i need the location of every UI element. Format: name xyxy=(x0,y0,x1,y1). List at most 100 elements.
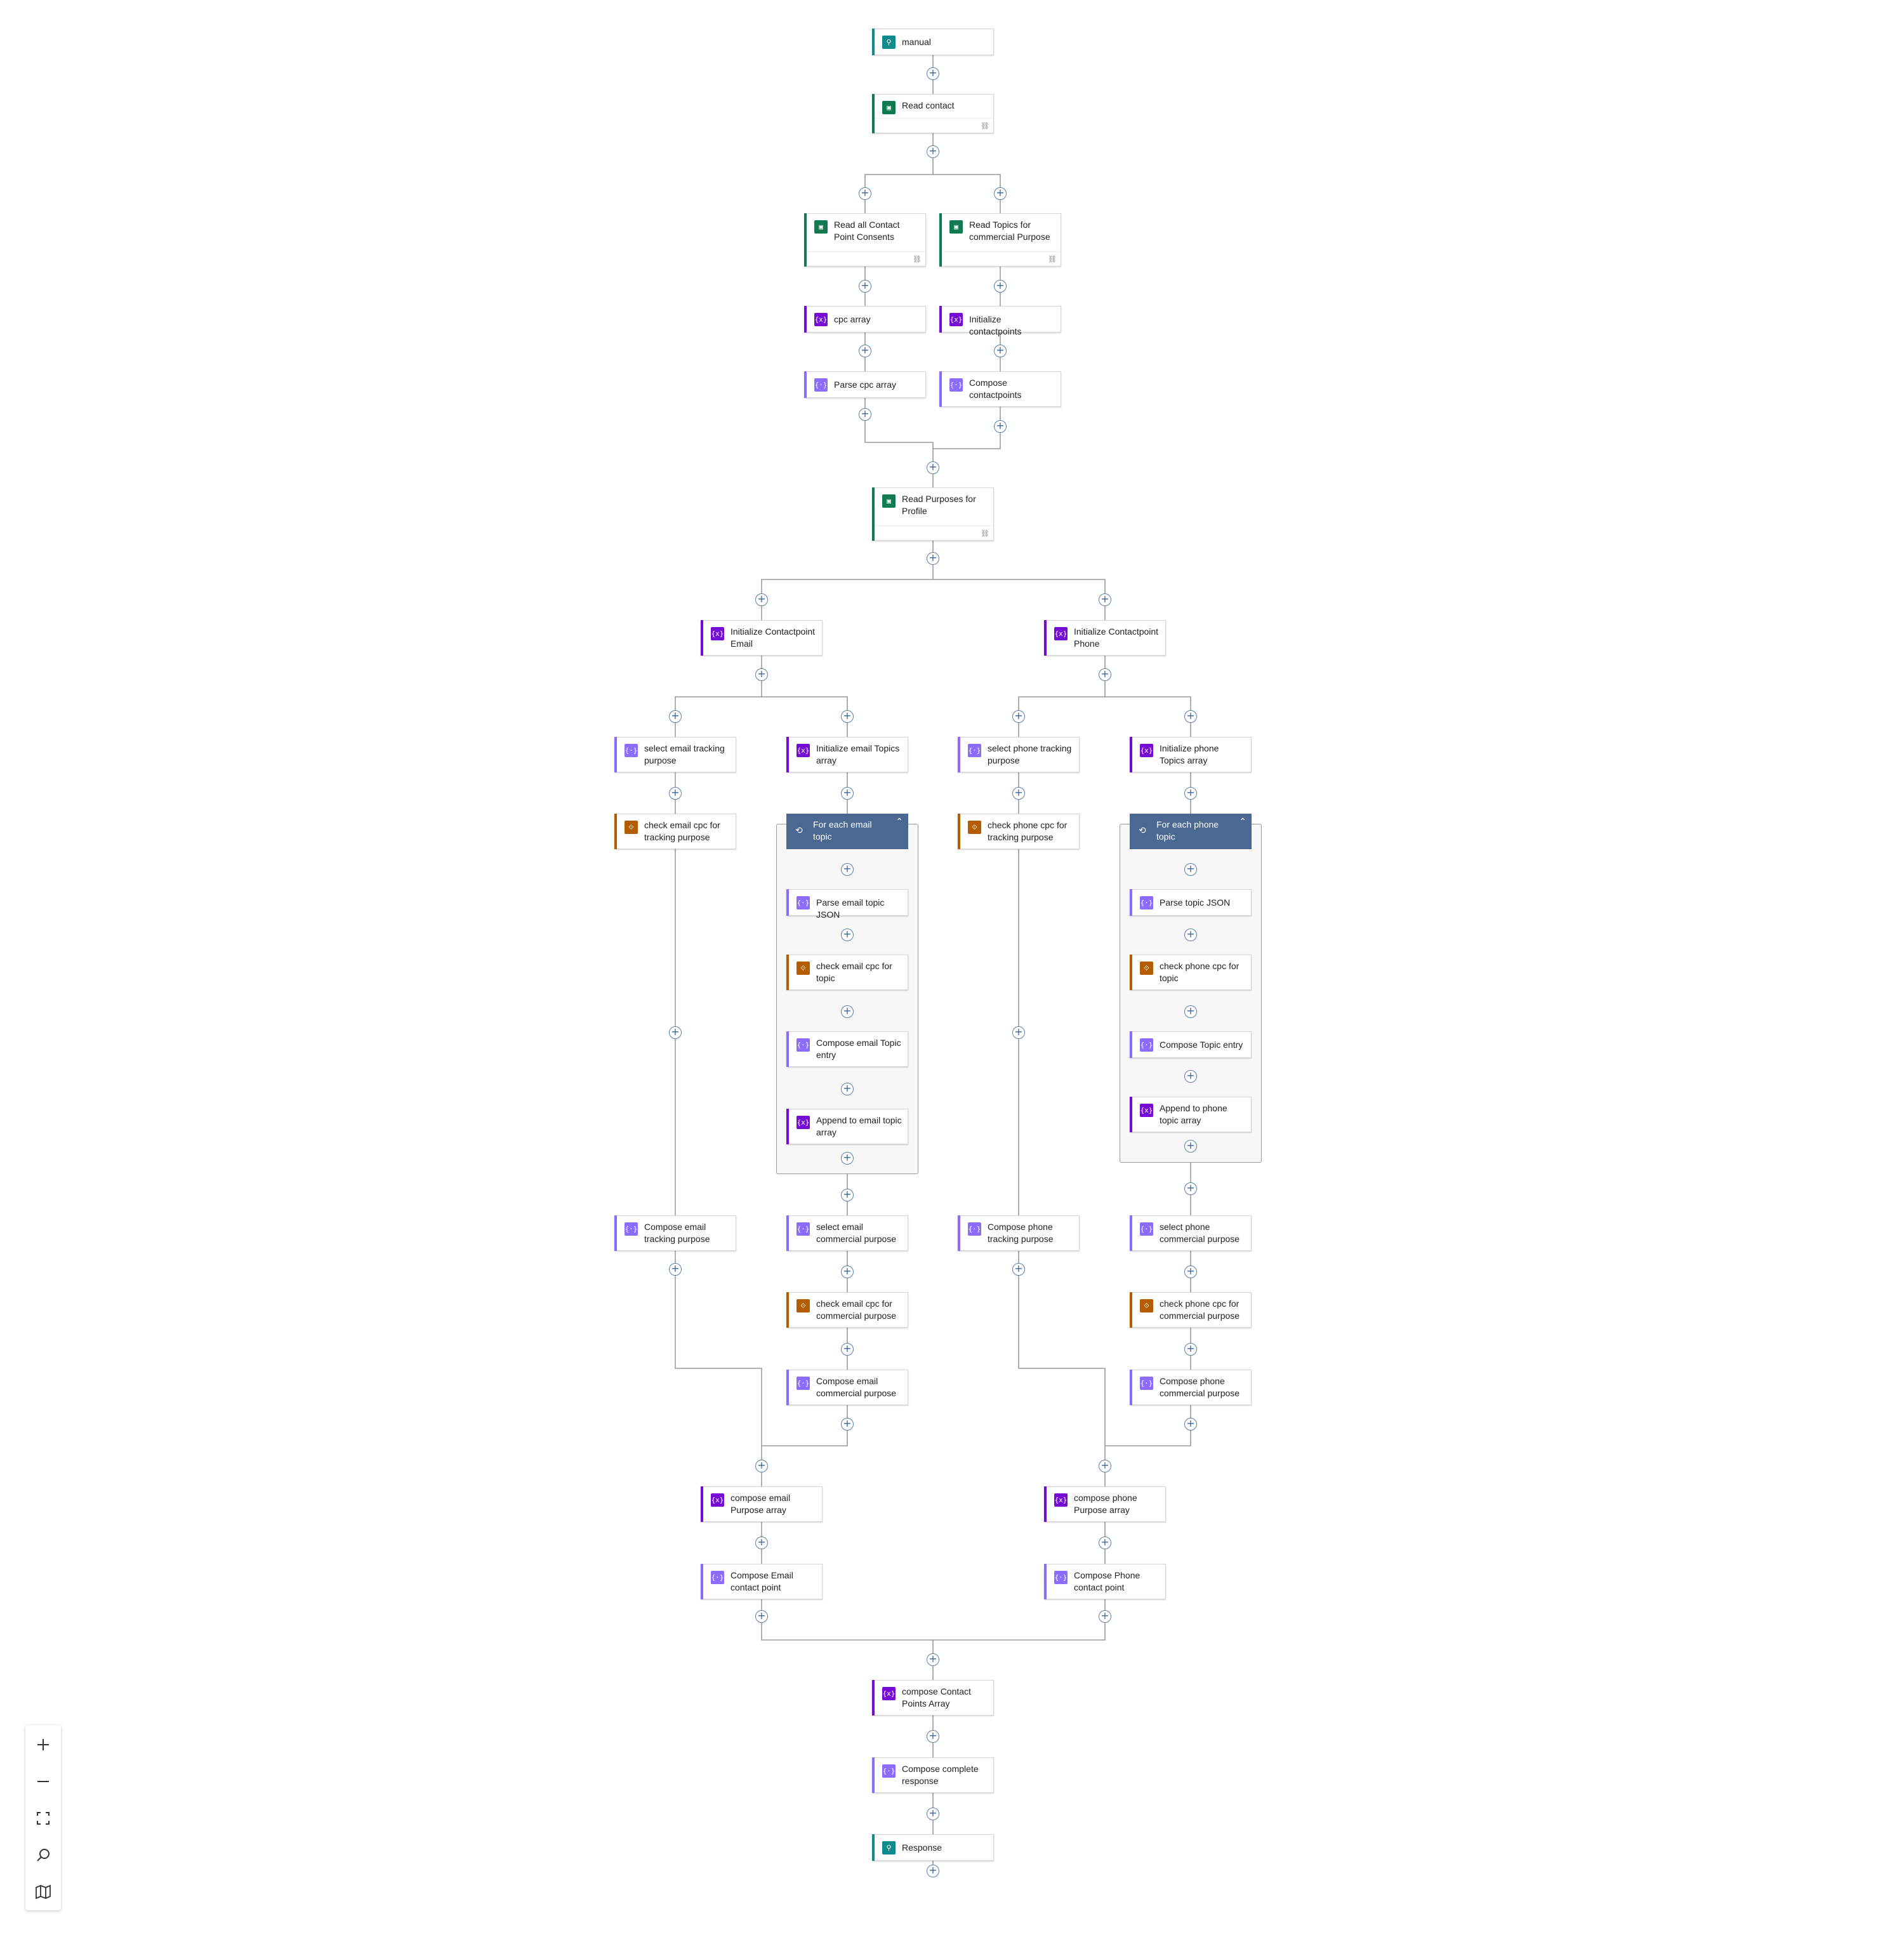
add-step-icon[interactable]: + xyxy=(755,1537,768,1549)
check-email-topic-condition[interactable]: ⟐check email cpc for topic xyxy=(786,955,908,990)
zoom-out-icon[interactable] xyxy=(25,1762,61,1799)
add-step-icon[interactable]: + xyxy=(841,1418,854,1431)
add-step-icon[interactable]: + xyxy=(841,1152,854,1165)
add-step-icon[interactable]: + xyxy=(1184,1140,1197,1153)
add-step-icon[interactable]: + xyxy=(1184,863,1197,876)
add-step-icon[interactable]: + xyxy=(1184,1070,1197,1083)
add-step-icon[interactable]: + xyxy=(1012,787,1025,800)
add-step-icon[interactable]: + xyxy=(1099,593,1111,606)
read-purposes-action[interactable]: ▣Read Purposes for Profile⛓ xyxy=(872,487,994,541)
add-step-icon[interactable]: + xyxy=(755,593,768,606)
add-step-icon[interactable]: + xyxy=(927,145,939,158)
compose-phone-purpose-action[interactable]: {x}compose phone Purpose array xyxy=(1044,1486,1166,1522)
add-step-icon[interactable]: + xyxy=(669,1263,682,1276)
add-step-icon[interactable]: + xyxy=(927,1730,939,1743)
add-step-icon[interactable]: + xyxy=(1012,710,1025,723)
add-step-icon[interactable]: + xyxy=(841,929,854,941)
add-step-icon[interactable]: + xyxy=(841,1343,854,1356)
add-step-icon[interactable]: + xyxy=(927,67,939,80)
add-step-icon[interactable]: + xyxy=(927,552,939,565)
compose-complete-action[interactable]: {·}Compose complete response xyxy=(872,1757,994,1793)
add-step-icon[interactable]: + xyxy=(1099,1610,1111,1623)
init-cp-email-action[interactable]: {x}Initialize Contactpoint Email xyxy=(701,620,823,656)
compose-topic-action[interactable]: {·}Compose Topic entry xyxy=(1130,1031,1252,1058)
read-contact-action[interactable]: ▣Read contact⛓ xyxy=(872,94,994,133)
add-step-icon[interactable]: + xyxy=(1184,1343,1197,1356)
init-phone-topics-action[interactable]: {x}Initialize phone Topics array xyxy=(1130,737,1252,772)
init-contactpoints-action[interactable]: {x}Initialize contactpoints xyxy=(939,306,1061,336)
add-step-icon[interactable]: + xyxy=(841,710,854,723)
select-email-tracking-action[interactable]: {·}select email tracking purpose xyxy=(614,737,736,772)
add-step-icon[interactable]: + xyxy=(927,1865,939,1877)
compose-cp-array-action[interactable]: {x}compose Contact Points Array xyxy=(872,1680,994,1716)
compose-email-cp-action[interactable]: {·}Compose Email contact point xyxy=(701,1564,823,1599)
fit-view-icon[interactable] xyxy=(25,1799,61,1835)
collapse-chevron-icon[interactable]: ⌃ xyxy=(896,816,903,826)
add-step-icon[interactable]: + xyxy=(841,1266,854,1278)
init-cp-phone-action[interactable]: {x}Initialize Contactpoint Phone xyxy=(1044,620,1166,656)
check-email-tracking-condition[interactable]: ⟐check email cpc for tracking purpose xyxy=(614,814,736,849)
foreach-email-header[interactable]: ⟲ For each email topic ⌃ xyxy=(786,814,908,849)
add-step-icon[interactable]: + xyxy=(841,1083,854,1095)
check-phone-tracking-condition[interactable]: ⟐check phone cpc for tracking purpose xyxy=(958,814,1080,849)
add-step-icon[interactable]: + xyxy=(994,187,1007,200)
read-cpc-action[interactable]: ▣Read all Contact Point Consents⛓ xyxy=(804,213,926,267)
manual-trigger[interactable]: ⚲manual xyxy=(872,29,994,55)
add-step-icon[interactable]: + xyxy=(1184,1418,1197,1431)
parse-topic-action[interactable]: {·}Parse topic JSON xyxy=(1130,889,1252,916)
select-phone-tracking-action[interactable]: {·}select phone tracking purpose xyxy=(958,737,1080,772)
add-step-icon[interactable]: + xyxy=(1099,1537,1111,1549)
add-step-icon[interactable]: + xyxy=(1184,1005,1197,1018)
add-step-icon[interactable]: + xyxy=(994,420,1007,433)
compose-email-topic-action[interactable]: {·}Compose email Topic entry xyxy=(786,1031,908,1067)
add-step-icon[interactable]: + xyxy=(927,1808,939,1820)
init-email-topics-action[interactable]: {x}Initialize email Topics array xyxy=(786,737,908,772)
search-icon[interactable] xyxy=(25,1835,61,1872)
zoom-in-icon[interactable] xyxy=(25,1725,61,1762)
add-step-icon[interactable]: + xyxy=(859,280,871,293)
response-action[interactable]: ⚲Response xyxy=(872,1834,994,1861)
compose-phone-tracking-action[interactable]: {·}Compose phone tracking purpose xyxy=(958,1215,1080,1251)
parse-email-topic-action[interactable]: {·}Parse email topic JSON xyxy=(786,889,908,920)
add-step-icon[interactable]: + xyxy=(1184,787,1197,800)
foreach-phone-header[interactable]: ⟲ For each phone topic ⌃ xyxy=(1130,814,1252,849)
add-step-icon[interactable]: + xyxy=(1012,1026,1025,1039)
add-step-icon[interactable]: + xyxy=(1012,1263,1025,1276)
select-phone-commercial-action[interactable]: {·}select phone commercial purpose xyxy=(1130,1215,1252,1251)
add-step-icon[interactable]: + xyxy=(994,345,1007,357)
compose-email-purpose-action[interactable]: {x}compose email Purpose array xyxy=(701,1486,823,1522)
add-step-icon[interactable]: + xyxy=(841,863,854,876)
add-step-icon[interactable]: + xyxy=(669,787,682,800)
add-step-icon[interactable]: + xyxy=(1184,929,1197,941)
parse-cpc-action[interactable]: {·}Parse cpc array xyxy=(804,371,926,398)
compose-email-commercial-action[interactable]: {·}Compose email commercial purpose xyxy=(786,1370,908,1405)
add-step-icon[interactable]: + xyxy=(755,1460,768,1472)
add-step-icon[interactable]: + xyxy=(994,280,1007,293)
cpc-array-action[interactable]: {x}cpc array xyxy=(804,306,926,333)
add-step-icon[interactable]: + xyxy=(1099,1460,1111,1472)
read-topics-action[interactable]: ▣Read Topics for commercial Purpose⛓ xyxy=(939,213,1061,267)
add-step-icon[interactable]: + xyxy=(841,1005,854,1018)
add-step-icon[interactable]: + xyxy=(1184,1182,1197,1195)
add-step-icon[interactable]: + xyxy=(1184,1266,1197,1278)
compose-phone-commercial-action[interactable]: {·}Compose phone commercial purpose xyxy=(1130,1370,1252,1405)
add-step-icon[interactable]: + xyxy=(841,1189,854,1201)
compose-phone-cp-action[interactable]: {·}Compose Phone contact point xyxy=(1044,1564,1166,1599)
add-step-icon[interactable]: + xyxy=(755,1610,768,1623)
collapse-chevron-icon[interactable]: ⌃ xyxy=(1239,816,1246,826)
check-phone-commercial-condition[interactable]: ⟐check phone cpc for commercial purpose xyxy=(1130,1292,1252,1328)
add-step-icon[interactable]: + xyxy=(927,461,939,474)
add-step-icon[interactable]: + xyxy=(669,1026,682,1039)
append-phone-topic-action[interactable]: {x}Append to phone topic array xyxy=(1130,1097,1252,1132)
add-step-icon[interactable]: + xyxy=(669,710,682,723)
add-step-icon[interactable]: + xyxy=(859,187,871,200)
select-email-commercial-action[interactable]: {·}select email commercial purpose xyxy=(786,1215,908,1251)
compose-contactpoints-action[interactable]: {·}Compose contactpoints xyxy=(939,371,1061,407)
add-step-icon[interactable]: + xyxy=(859,345,871,357)
minimap-icon[interactable] xyxy=(25,1872,61,1909)
add-step-icon[interactable]: + xyxy=(927,1653,939,1666)
append-email-topic-action[interactable]: {x}Append to email topic array xyxy=(786,1109,908,1144)
add-step-icon[interactable]: + xyxy=(1099,668,1111,681)
add-step-icon[interactable]: + xyxy=(859,408,871,421)
